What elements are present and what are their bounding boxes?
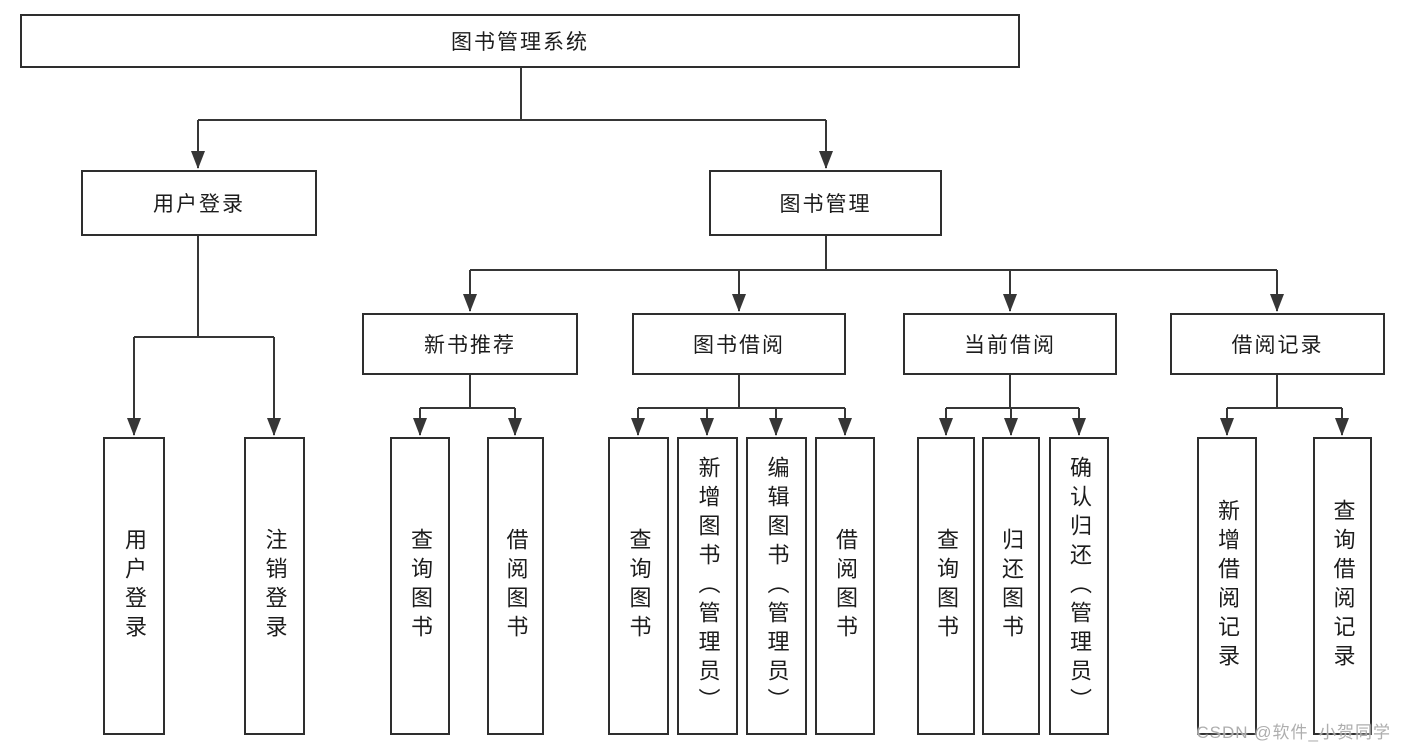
leaf-query-books: 查询图书	[390, 437, 450, 735]
leaf-user-login: 用户登录	[103, 437, 165, 735]
node-new-book-recommendation: 新书推荐	[362, 313, 578, 375]
node-label: 借阅图书	[833, 528, 858, 644]
node-label: 当前借阅	[964, 334, 1056, 357]
leaf-query-borrow-record: 查询借阅记录	[1313, 437, 1372, 735]
node-book-borrowing: 图书借阅	[632, 313, 846, 375]
leaf-add-books-admin: 新增图书（管理员）	[677, 437, 738, 735]
leaf-return-books: 归还图书	[982, 437, 1040, 735]
node-label: 注销登录	[262, 528, 288, 644]
node-label: 查询借阅记录	[1330, 499, 1356, 673]
node-label: 编辑图书（管理员）	[764, 455, 790, 717]
node-label: 查询图书	[408, 528, 433, 644]
leaf-borrow-books: 借阅图书	[487, 437, 544, 735]
node-label: 归还图书	[999, 528, 1024, 644]
node-label: 借阅图书	[503, 528, 529, 644]
node-current-borrowing: 当前借阅	[903, 313, 1117, 375]
csdn-watermark: CSDN @软件_小贺同学	[1196, 723, 1391, 742]
leaf-query-books: 查询图书	[917, 437, 975, 735]
leaf-confirm-return-admin: 确认归还（管理员）	[1049, 437, 1109, 735]
node-label: 新增借阅记录	[1215, 499, 1240, 673]
leaf-add-borrow-record: 新增借阅记录	[1197, 437, 1257, 735]
node-label: 新书推荐	[424, 334, 516, 357]
node-label: 图书借阅	[693, 334, 785, 357]
node-label: 图书管理	[779, 193, 872, 216]
node-label: 查询图书	[934, 528, 959, 644]
node-library-management-system: 图书管理系统	[20, 14, 1020, 68]
node-user-login: 用户登录	[81, 170, 317, 236]
node-label: 新增图书（管理员）	[695, 455, 721, 717]
leaf-edit-books-admin: 编辑图书（管理员）	[746, 437, 807, 735]
leaf-query-books: 查询图书	[608, 437, 669, 735]
node-borrowing-records: 借阅记录	[1170, 313, 1385, 375]
leaf-borrow-books: 借阅图书	[815, 437, 875, 735]
node-label: 查询图书	[626, 528, 652, 644]
node-label: 用户登录	[153, 193, 245, 216]
node-label: 图书管理系统	[451, 31, 589, 54]
node-book-management: 图书管理	[709, 170, 942, 236]
leaf-logout: 注销登录	[244, 437, 305, 735]
node-label: 确认归还（管理员）	[1067, 455, 1092, 717]
node-label: 用户登录	[122, 528, 147, 644]
node-label: 借阅记录	[1231, 334, 1324, 357]
